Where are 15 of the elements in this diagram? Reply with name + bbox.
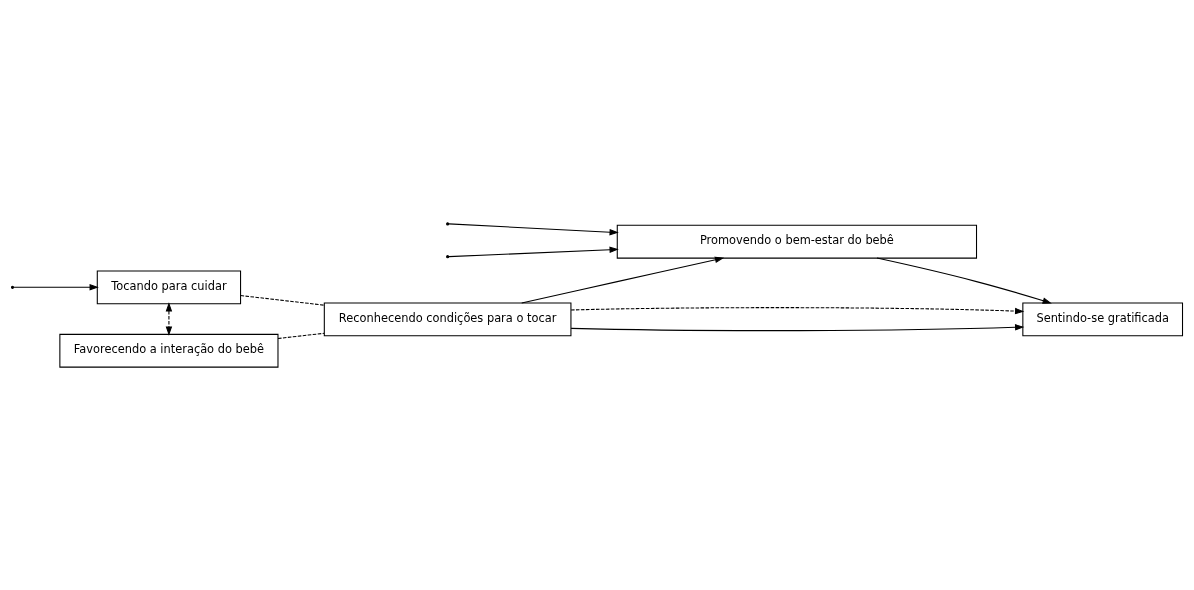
node-box: Favorecendo a interação do bebê [59,333,279,368]
arrow [448,223,619,236]
arrow [13,284,99,291]
node-box: Sentindo-se gratificada [1022,302,1184,337]
connector [240,295,325,306]
arrow [876,257,1052,304]
connector [277,332,325,340]
arrow [570,324,1025,332]
node-box: Promovendo o bem-estar do bebê [616,224,978,259]
arrow [521,256,725,304]
arrow [165,302,173,336]
node-box: Reconhecendo condições para o tocar [323,302,572,337]
arrow [570,307,1025,315]
arrow [448,246,619,258]
node-box: Tocando para cuidar [96,270,242,305]
